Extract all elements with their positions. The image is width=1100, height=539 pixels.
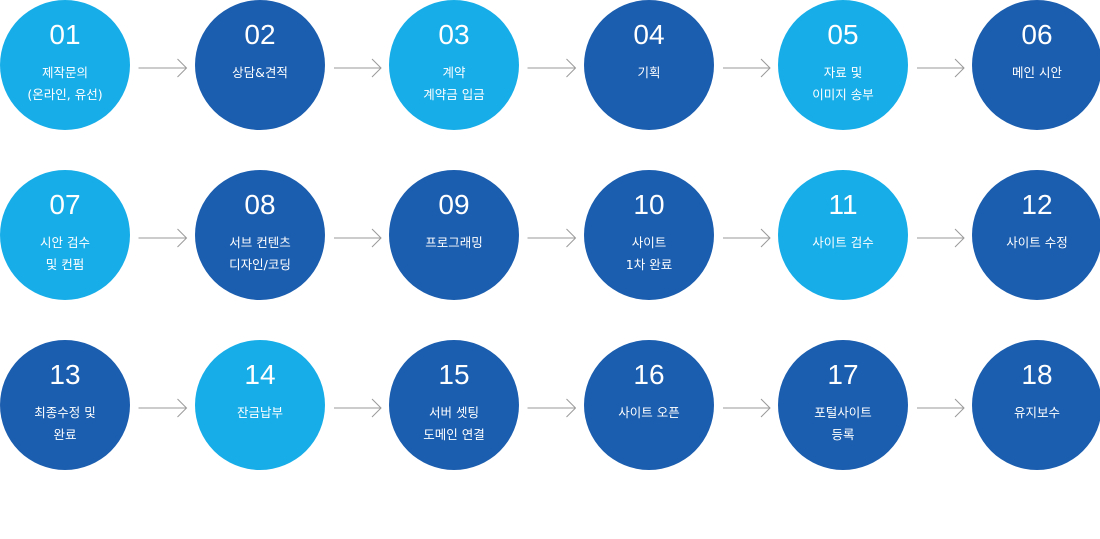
step-label: 잔금납부 <box>202 402 318 424</box>
step-number: 14 <box>244 359 276 390</box>
step-label-line: 기획 <box>637 65 661 80</box>
step-label-line: 완료 <box>53 427 77 442</box>
step-10: 10 사이트 1차 완료 <box>584 170 714 300</box>
step-label-line: 상담&견적 <box>232 65 288 80</box>
step-label-line: 프로그래밍 <box>425 235 483 250</box>
step-12: 12 사이트 수정 <box>972 170 1100 300</box>
step-label-line: 1차 완료 <box>625 257 673 272</box>
step-14: 14 잔금납부 <box>195 340 325 470</box>
step-label-line: 사이트 오픈 <box>618 405 680 420</box>
step-number: 05 <box>827 19 859 50</box>
step-number: 08 <box>244 189 276 220</box>
step-label-line: 계약 <box>442 65 466 80</box>
step-label-line: 디자인/코딩 <box>229 257 291 272</box>
step-label-line: 포털사이트 <box>814 405 872 420</box>
step-01: 01 제작문의 (온라인, 유선) <box>0 0 130 130</box>
step-label-line: 메인 시안 <box>1012 65 1062 80</box>
step-label-line: 자료 및 <box>823 65 863 80</box>
step-label-line: 사이트 <box>631 235 667 250</box>
arrow-right-icon <box>527 228 577 248</box>
step-label: 사이트 오픈 <box>591 402 707 424</box>
step-09: 09 프로그래밍 <box>389 170 519 300</box>
step-number: 01 <box>49 19 81 50</box>
step-label: 유지보수 <box>979 402 1095 424</box>
step-number: 06 <box>1021 19 1053 50</box>
step-label-line: 등록 <box>831 427 855 442</box>
step-label-line: 최종수정 및 <box>34 405 96 420</box>
step-label: 제작문의 (온라인, 유선) <box>7 62 123 106</box>
step-label-line: 서브 컨텐츠 <box>229 235 291 250</box>
arrow-right-icon <box>527 398 577 418</box>
arrow-right-icon <box>334 228 382 248</box>
step-16: 16 사이트 오픈 <box>584 340 714 470</box>
arrow-right-icon <box>334 398 382 418</box>
step-number: 10 <box>633 189 665 220</box>
step-label-line: (온라인, 유선) <box>27 87 103 102</box>
arrow-right-icon <box>917 228 965 248</box>
step-label: 프로그래밍 <box>396 232 512 254</box>
step-number: 18 <box>1021 359 1053 390</box>
step-number: 16 <box>633 359 665 390</box>
step-label-line: 계약금 입금 <box>423 87 485 102</box>
step-number: 04 <box>633 19 665 50</box>
step-number: 09 <box>438 189 470 220</box>
arrow-right-icon <box>138 228 188 248</box>
step-label-line: 서버 셋팅 <box>429 405 479 420</box>
step-label-line: 제작문의 <box>41 65 88 80</box>
step-label-line: 사이트 검수 <box>812 235 874 250</box>
step-label-line: 시안 검수 <box>40 235 90 250</box>
step-11: 11 사이트 검수 <box>778 170 908 300</box>
arrow-right-icon <box>723 58 771 78</box>
step-label-line: 사이트 수정 <box>1006 235 1068 250</box>
step-number: 11 <box>828 189 858 220</box>
step-label: 기획 <box>591 62 707 84</box>
step-02: 02 상담&견적 <box>195 0 325 130</box>
step-label: 상담&견적 <box>202 62 318 84</box>
arrow-right-icon <box>917 398 965 418</box>
step-number: 12 <box>1021 189 1053 220</box>
step-label-line: 도메인 연결 <box>423 427 485 442</box>
step-number: 15 <box>438 359 470 390</box>
arrow-right-icon <box>527 58 577 78</box>
step-label: 사이트 수정 <box>979 232 1095 254</box>
step-label: 사이트 1차 완료 <box>591 232 707 276</box>
step-number: 07 <box>49 189 81 220</box>
step-label-line: 이미지 송부 <box>812 87 874 102</box>
arrow-right-icon <box>723 398 771 418</box>
step-label-line: 및 컨펌 <box>45 257 85 272</box>
arrow-right-icon <box>723 228 771 248</box>
step-label: 사이트 검수 <box>785 232 901 254</box>
step-06: 06 메인 시안 <box>972 0 1100 130</box>
step-number: 13 <box>49 359 81 390</box>
arrow-right-icon <box>138 58 188 78</box>
step-number: 17 <box>827 359 859 390</box>
step-number: 02 <box>244 19 276 50</box>
step-label-line: 유지보수 <box>1013 405 1060 420</box>
step-18: 18 유지보수 <box>972 340 1100 470</box>
arrow-right-icon <box>138 398 188 418</box>
step-label: 메인 시안 <box>979 62 1095 84</box>
step-label-line: 잔금납부 <box>236 405 283 420</box>
step-number: 03 <box>438 19 470 50</box>
arrow-right-icon <box>334 58 382 78</box>
arrow-right-icon <box>917 58 965 78</box>
step-04: 04 기획 <box>584 0 714 130</box>
